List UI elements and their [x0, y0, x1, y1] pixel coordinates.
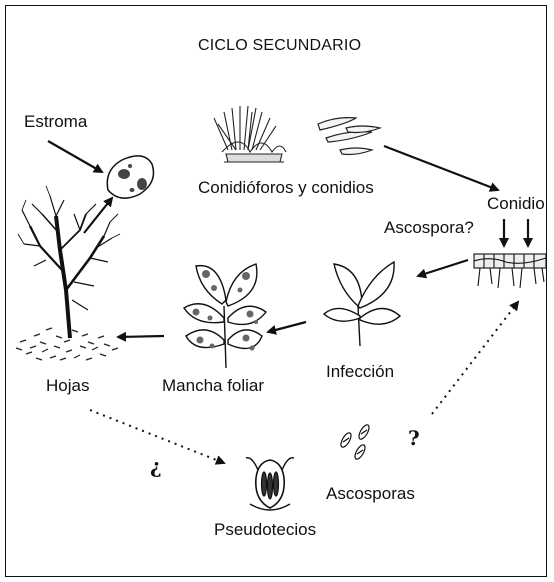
arrow-tissue-to-infection: [418, 260, 468, 276]
arrow-infection-to-mancha: [268, 322, 306, 332]
conidiophores-icon: [214, 106, 286, 162]
inverted-question-mark: ¿: [150, 454, 162, 478]
label-ascosporas: Ascosporas: [326, 484, 415, 504]
question-mark: ?: [408, 426, 420, 450]
label-mancha-foliar: Mancha foliar: [162, 376, 264, 396]
label-ascospora-question: Ascospora?: [384, 218, 474, 238]
label-conidio: Conidio: [487, 194, 545, 214]
arrow-conidia-to-conidio: [384, 146, 498, 190]
dotted-arrows: [90, 302, 518, 463]
label-hojas: Hojas: [46, 376, 89, 396]
pseudothecium-icon: [246, 458, 294, 510]
spotted-leaf-icon: [184, 264, 266, 368]
dotted-arrow-ascosporas-to-tissue: [432, 302, 518, 414]
ascospores-icon: [339, 423, 371, 460]
arrow-mancha-to-hojas: [118, 336, 164, 337]
diagram-title: CICLO SECUNDARIO: [198, 36, 361, 56]
arrow-estroma-to-cell: [48, 141, 102, 172]
label-conidioforos: Conidióforos y conidios: [198, 178, 374, 198]
label-pseudotecios: Pseudotecios: [214, 520, 316, 540]
label-infeccion: Infección: [326, 362, 394, 382]
infected-tissue-icon: [474, 254, 546, 288]
healthy-leaf-icon: [324, 262, 400, 346]
conidia-icon: [318, 118, 380, 155]
label-estroma: Estroma: [24, 112, 87, 132]
stroma-icon: [107, 156, 153, 198]
leaf-litter-icon: [16, 328, 118, 360]
